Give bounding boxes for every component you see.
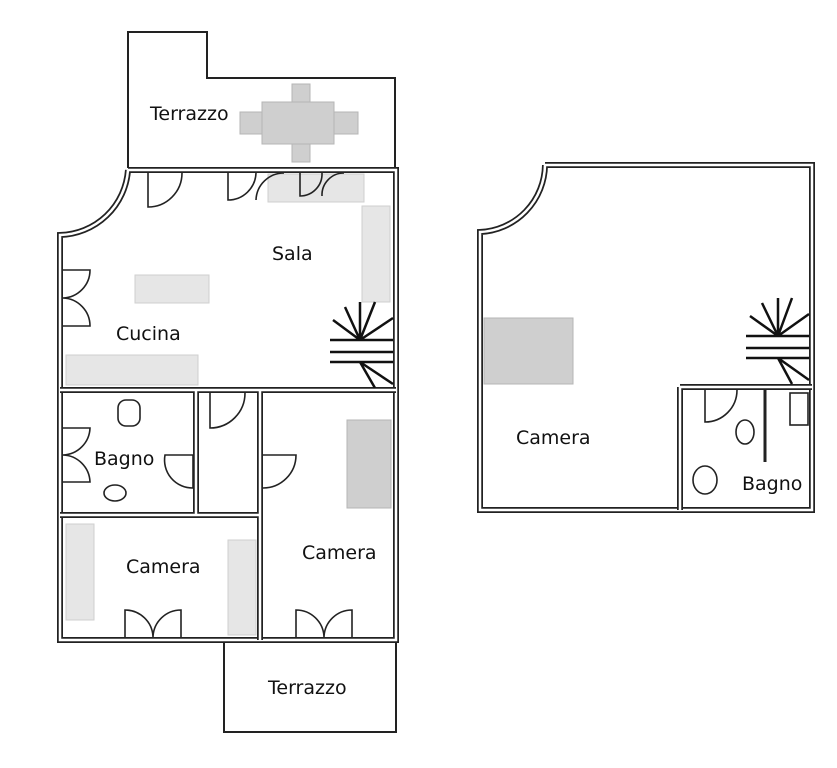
sink-upper-icon	[735, 419, 755, 445]
staircase-upper	[746, 297, 810, 385]
terrace-top	[127, 31, 396, 168]
label-terrazzo-bottom: Terrazzo	[267, 677, 347, 699]
label-camera-right: Camera	[302, 542, 377, 564]
kitchen-island	[134, 274, 210, 304]
label-camera-left: Camera	[126, 556, 201, 578]
toilet-upper-icon	[692, 465, 718, 495]
ground-floor-walls	[57, 167, 399, 643]
label-bagno: Bagno	[94, 448, 154, 470]
bed-upper	[483, 317, 574, 385]
furniture-ground	[65, 173, 392, 636]
sofa-side	[361, 205, 391, 303]
label-cucina: Cucina	[116, 323, 181, 345]
label-sala: Sala	[272, 243, 313, 265]
toilet-icon	[103, 484, 127, 502]
shower-icon	[789, 392, 809, 426]
label-bagno-upper: Bagno	[742, 473, 802, 495]
dining-table	[239, 83, 359, 163]
furniture-upper	[483, 317, 809, 495]
bed-right	[346, 419, 392, 509]
label-terrazzo-top: Terrazzo	[149, 103, 229, 125]
upper-floor-walls	[477, 162, 815, 513]
sofa-camera	[65, 523, 95, 621]
kitchen-counter	[65, 354, 199, 386]
doors-ground	[62, 172, 353, 638]
terrace-bottom	[223, 642, 397, 733]
wardrobe	[227, 539, 257, 636]
sink-icon	[117, 399, 141, 427]
label-camera-upper: Camera	[516, 427, 591, 449]
staircase-ground	[330, 301, 394, 389]
